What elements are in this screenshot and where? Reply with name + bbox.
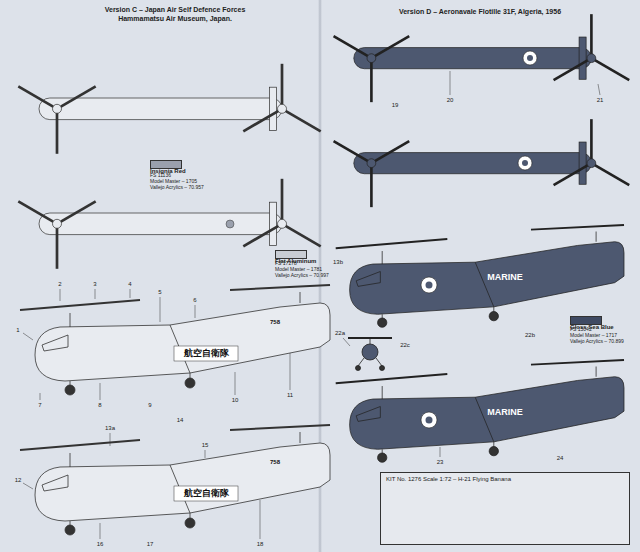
- paint-code: Model Master – 1781: [275, 267, 322, 273]
- paint-code: Vallejo Acrylics – 70.997: [275, 273, 329, 279]
- callout-number: 12: [15, 477, 22, 484]
- version-heading: Version D – Aeronavale Flotille 31F, Alg…: [399, 8, 561, 16]
- callout-number: 19: [392, 102, 399, 109]
- marking-text: MARINE: [487, 273, 523, 283]
- callout-number: 5: [158, 289, 161, 296]
- callout-number: 24: [557, 455, 564, 462]
- callout-number: 9: [148, 402, 151, 409]
- paint-code: Vallejo Acrylics – 70.957: [150, 185, 204, 191]
- paint-name: Insignia Red: [150, 168, 186, 175]
- version-heading: Hammamatsu Air Museum, Japan.: [118, 15, 232, 23]
- callout-number: 1: [16, 327, 19, 334]
- callout-number: 13a: [105, 425, 115, 432]
- version-heading: Version C – Japan Air Self Defence Force…: [105, 6, 246, 14]
- callout-number: 7: [38, 402, 41, 409]
- callout-number: 18: [257, 541, 264, 548]
- color-swatch: [275, 250, 307, 259]
- paint-name: Gloss Sea Blue: [570, 324, 614, 331]
- callout-number: 13b: [333, 259, 343, 266]
- callout-number: 3: [93, 281, 96, 288]
- color-swatch: [570, 316, 602, 325]
- color-swatch: [150, 160, 182, 169]
- callout-number: 14: [177, 417, 184, 424]
- callout-number: 11: [287, 392, 293, 399]
- marking-text: 758: [270, 459, 280, 466]
- marking-text: MARINE: [487, 408, 523, 418]
- callout-number: 16: [97, 541, 104, 548]
- marking-text: 航空自衛隊: [184, 349, 229, 359]
- callout-number: 17: [147, 541, 154, 548]
- paint-code: Model Master – 1705: [150, 179, 197, 185]
- kit-title: KIT No. 1276 Scale 1:72 – H-21 Flying Ba…: [386, 476, 624, 483]
- paint-code: FS 11136: [150, 173, 171, 179]
- marking-text: 758: [270, 319, 280, 326]
- callout-number: 15: [202, 442, 209, 449]
- callout-number: 23: [437, 459, 444, 466]
- paint-name: Flat Aluminum: [275, 258, 316, 265]
- title-block-box: KIT No. 1276 Scale 1:72 – H-21 Flying Ba…: [380, 472, 630, 545]
- callout-number: 10: [232, 397, 239, 404]
- paint-code: Vallejo Acrylics – 70.899: [570, 339, 624, 345]
- callout-number: 21: [597, 97, 604, 104]
- callout-number: 22a: [335, 330, 345, 337]
- paint-code: Model Master – 1717: [570, 333, 617, 339]
- callout-number: 6: [193, 297, 196, 304]
- callout-number: 2: [58, 281, 61, 288]
- callout-number: 4: [128, 281, 131, 288]
- callout-number: 20: [447, 97, 454, 104]
- callout-number: 22b: [525, 332, 535, 339]
- callout-number: 22c: [400, 342, 410, 349]
- marking-text: 航空自衛隊: [184, 489, 229, 499]
- callout-number: 8: [98, 402, 101, 409]
